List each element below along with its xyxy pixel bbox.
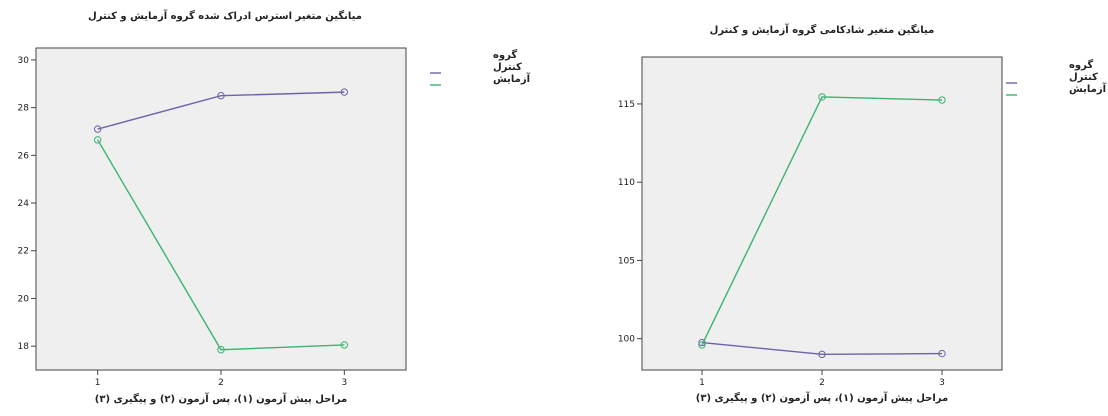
y-tick-label: 105 [618,256,635,266]
x-tick-label: 2 [819,378,825,388]
series-line-1 [97,139,345,351]
legend-title: گروه [1069,58,1093,71]
data-point [698,338,706,347]
x-axis-label: مراحل پیش آزمون (۱)، پس آزمون (۲) و پیگی… [696,391,948,404]
y-tick-label: 20 [18,294,30,304]
y-tick-label: 100 [618,335,635,345]
data-point [938,96,946,104]
y-tick-label: 22 [18,247,29,257]
plot-area [35,47,407,371]
x-tick-label: 1 [699,378,705,388]
happiness-chart-svg: میانگین متغیر شادکامی گروه آزمایش و کنتر… [618,23,1107,404]
legend-entry-0: کنترل [1069,72,1098,83]
legend-entry-0: کنترل [493,62,522,73]
chart-title: میانگین متغیر شادکامی گروه آزمایش و کنتر… [710,23,935,36]
legend-title: گروه [493,48,517,61]
chart-title: میانگین متغیر استرس ادراک شده گروه آزمای… [88,9,362,22]
legend-entry-1: آزمایش [493,72,531,85]
y-tick-label: 24 [18,199,30,209]
x-tick-label: 3 [939,378,945,388]
stress-chart-svg: میانگین متغیر استرس ادراک شده گروه آزمای… [18,9,531,405]
y-tick-label: 115 [618,100,635,110]
y-tick-label: 110 [618,178,635,188]
y-tick-label: 28 [18,104,30,114]
x-tick-label: 1 [95,378,101,388]
legend-entry-1: آزمایش [1069,82,1107,95]
y-tick-label: 18 [18,342,30,352]
data-point [340,341,349,349]
stress-chart: میانگین متغیر استرس ادراک شده گروه آزمای… [18,9,531,405]
series-line-0 [701,341,943,356]
x-axis-label: مراحل پیش آزمون (۱)، پس آزمون (۲) و پیگی… [95,392,347,405]
series-line-1 [701,96,943,346]
data-point [93,125,102,133]
series-line-0 [97,91,345,130]
y-tick-label: 26 [18,151,30,161]
data-point [217,92,225,100]
data-point [698,341,706,349]
data-point [217,346,225,354]
data-point [818,350,826,359]
data-point [938,349,946,358]
x-tick-label: 3 [341,378,347,388]
plot-area [641,56,1003,371]
data-point [93,136,102,144]
x-tick-label: 2 [218,378,224,388]
y-tick-label: 30 [18,56,30,66]
data-point [340,88,349,96]
data-point [818,93,826,101]
happiness-chart: میانگین متغیر شادکامی گروه آزمایش و کنتر… [580,0,1108,412]
